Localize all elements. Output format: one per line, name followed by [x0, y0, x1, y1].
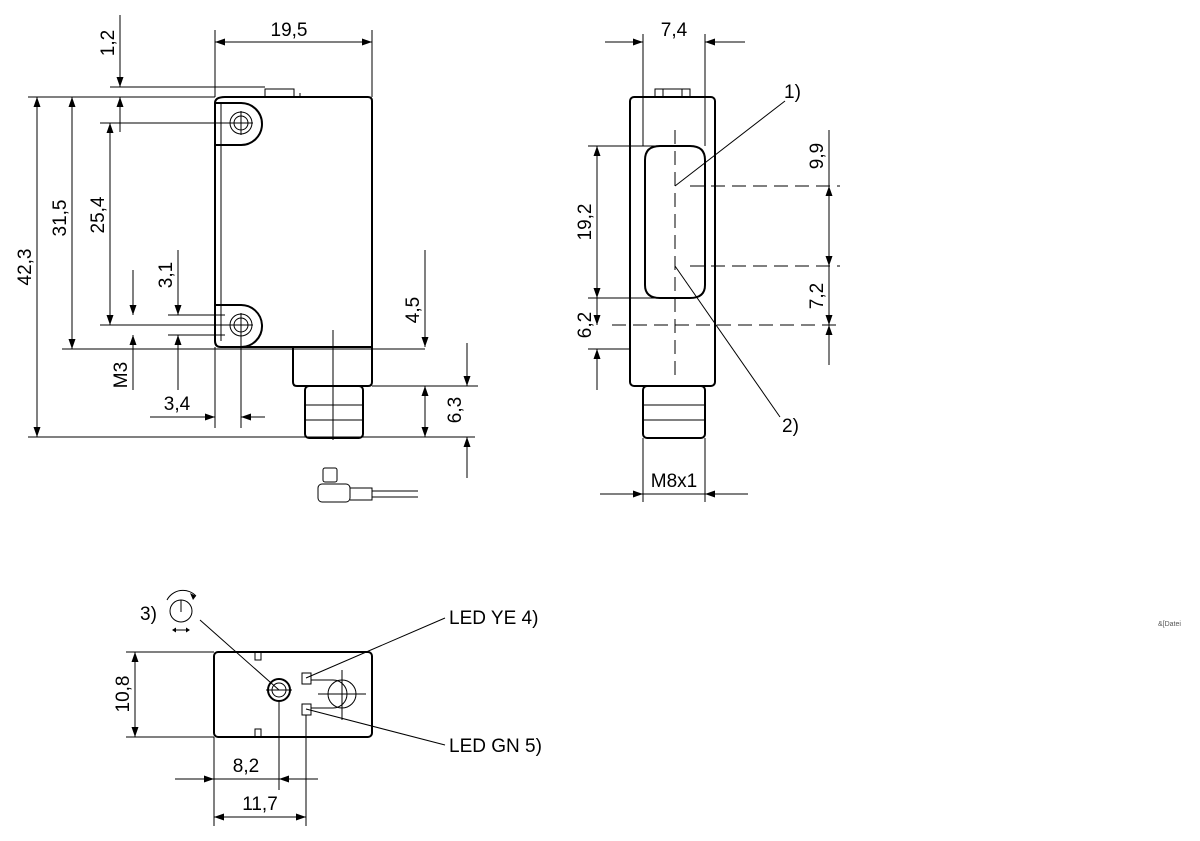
front-housing — [214, 96, 373, 348]
dim-front-thread: M3 — [111, 362, 132, 388]
callout-1: 1) — [784, 82, 801, 103]
led-yellow-label: LED YE 4) — [449, 608, 538, 629]
cable-sketch — [317, 467, 418, 503]
side-view: 7,4 19,2 6,2 9,9 7,2 M8x1 1) 2) — [575, 20, 840, 502]
dim-front-connector-offset: 4,5 — [403, 297, 424, 323]
led-green-label: LED GN 5) — [449, 736, 542, 757]
dim-top-height: 10,8 — [113, 676, 134, 713]
mounting-hole-top — [215, 101, 264, 147]
dim-side-connector: M8x1 — [651, 471, 697, 492]
dim-side-width: 7,4 — [661, 20, 688, 41]
dim-front-body-height: 31,5 — [50, 200, 71, 237]
dim-side-bottom-offset: 6,2 — [575, 312, 596, 338]
lens-window — [644, 145, 706, 299]
dim-front-hole-from-left: 3,4 — [164, 394, 191, 415]
dim-top-pot-offset: 8,2 — [233, 756, 259, 777]
corner-note: &[Datei — [1158, 621, 1181, 628]
top-housing — [213, 651, 373, 738]
callout-3: 3) — [140, 604, 157, 625]
dim-front-hole-spacing: 25,4 — [88, 196, 109, 233]
callout-2: 2) — [782, 416, 799, 437]
mounting-hole-bottom — [215, 303, 264, 349]
rotate-icon — [166, 589, 197, 633]
dim-side-upper: 9,9 — [807, 143, 828, 169]
dim-side-lower: 7,2 — [807, 283, 828, 309]
front-view: 19,5 1,2 42,3 31,5 25,4 3,1 M3 — [15, 15, 478, 503]
dim-front-width: 19,5 — [271, 20, 308, 41]
top-view: 10,8 8,2 11,7 3) LED YE 4) LED GN 5) — [113, 589, 542, 826]
led-yellow — [301, 672, 312, 685]
dim-front-connector-height: 6,3 — [445, 397, 466, 423]
dim-front-total-height: 42,3 — [15, 249, 36, 286]
dim-top-led-offset: 11,7 — [242, 794, 278, 815]
front-connector — [292, 330, 373, 440]
dim-side-lens-height: 19,2 — [575, 204, 596, 241]
dim-front-top-offset: 1,2 — [98, 30, 119, 56]
dim-front-hole-to-bottom: 3,1 — [156, 262, 177, 288]
